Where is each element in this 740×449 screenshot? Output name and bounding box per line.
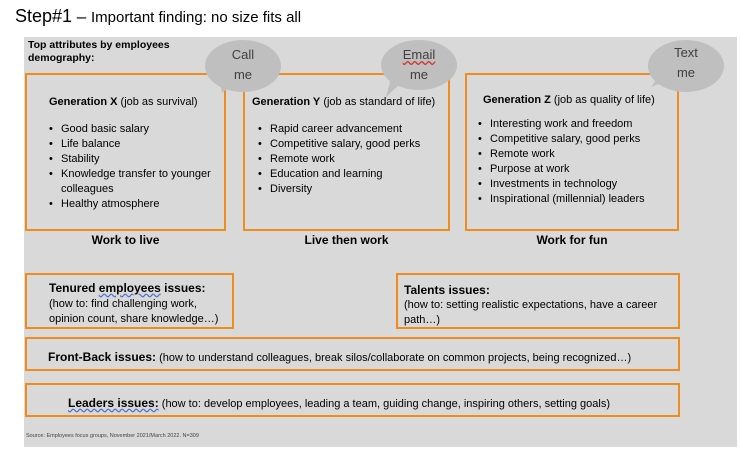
source-note: Source: Employees focus groups, November… xyxy=(26,433,199,439)
email-me-bubble: Email me xyxy=(381,40,457,90)
call-bubble-line1: Call xyxy=(231,47,255,62)
talents-issues-box: Talents issues: (how to: setting realist… xyxy=(396,273,680,329)
front-back-issues-text: (how to understand colleagues, break sil… xyxy=(156,352,632,364)
tenured-title-part: issues: xyxy=(160,281,206,295)
list-item: Remote work xyxy=(476,147,676,162)
generation-z-attributes: Interesting work and freedom Competitive… xyxy=(476,117,676,207)
list-item: Competitive salary, good perks xyxy=(476,132,676,147)
email-bubble-line1: Email xyxy=(402,47,436,62)
front-back-issues-box: Front-Back issues: (how to understand co… xyxy=(25,337,680,371)
tenured-title-part: employees xyxy=(98,281,161,295)
generation-x-name: Generation X xyxy=(49,96,118,108)
leaders-issues-text: (how to: develop employees, leading a te… xyxy=(158,398,610,410)
generation-z-note: (job as quality of life) xyxy=(553,94,655,106)
list-item: Remote work xyxy=(256,152,446,167)
generation-y-attributes: Rapid career advancement Competitive sal… xyxy=(256,122,446,197)
generation-z-name: Generation Z xyxy=(483,94,551,106)
generation-y-heading: Generation Y (job as standard of life) xyxy=(252,96,435,108)
generation-x-heading: Generation X (job as survival) xyxy=(49,96,198,108)
list-item: Competitive salary, good perks xyxy=(256,137,446,152)
tenured-issues-title: Tenured employees issues: xyxy=(49,281,206,295)
list-item: Diversity xyxy=(256,182,446,197)
call-bubble-line2: me xyxy=(233,67,253,82)
list-item: Inspirational (millennial) leaders xyxy=(476,192,676,207)
generation-y-note: (job as standard of life) xyxy=(323,96,436,108)
leaders-issues-content: Leaders issues: (how to: develop employe… xyxy=(68,394,610,412)
generation-z-heading: Generation Z (job as quality of life) xyxy=(483,94,655,106)
text-me-bubble: Text me xyxy=(648,40,724,92)
talents-issues-text: (how to: setting realistic expectations,… xyxy=(404,298,657,328)
tenured-title-part: Tenured xyxy=(49,281,99,295)
list-item: Good basic salary xyxy=(47,122,223,137)
tenured-issues-line: (how to: find challenging work, xyxy=(49,298,197,310)
talents-issues-line: path…) xyxy=(404,314,441,326)
generation-x-attributes: Good basic salary Life balance Stability… xyxy=(47,122,223,212)
content-panel xyxy=(24,37,737,447)
list-item: Purpose at work xyxy=(476,162,676,177)
text-bubble-line1: Text xyxy=(674,45,698,60)
top-attributes-label: Top attributes by employees demography: xyxy=(28,39,170,64)
slide-title: Step#1 – Important finding: no size fits… xyxy=(15,6,301,27)
leaders-issues-box: Leaders issues: (how to: develop employe… xyxy=(25,383,680,417)
list-item: Stability xyxy=(47,152,223,167)
list-item: Knowledge transfer to younger colleagues xyxy=(47,167,223,197)
step-label: Step#1 xyxy=(15,6,73,26)
generation-z-caption: Work for fun xyxy=(536,233,608,247)
email-bubble-line2: me xyxy=(409,67,429,82)
front-back-issues-title: Front-Back issues: xyxy=(48,350,157,364)
list-item: Healthy atmosphere xyxy=(47,197,223,212)
text-bubble-line2: me xyxy=(676,65,696,80)
list-item: Investments in technology xyxy=(476,177,676,192)
tenured-issues-text: (how to: find challenging work, opinion … xyxy=(49,297,218,327)
generation-y-name: Generation Y xyxy=(252,96,321,108)
leaders-issues-title: Leaders issues: xyxy=(68,396,159,410)
generation-x-note: (job as survival) xyxy=(120,96,198,108)
title-subtitle: Important finding: no size fits all xyxy=(90,9,302,26)
generation-x-box: Generation X (job as survival) Good basi… xyxy=(25,73,226,231)
tenured-issues-line: opinion count, share knowledge…) xyxy=(49,313,219,325)
front-back-issues-content: Front-Back issues: (how to understand co… xyxy=(48,348,631,366)
list-item: Life balance xyxy=(47,137,223,152)
title-dash: – xyxy=(72,7,91,26)
list-item: Interesting work and freedom xyxy=(476,117,676,132)
list-item: Rapid career advancement xyxy=(256,122,446,137)
list-item: Education and learning xyxy=(256,167,446,182)
generation-y-caption: Live then work xyxy=(304,233,389,247)
call-me-bubble: Call me xyxy=(205,40,281,92)
generation-z-box: Generation Z (job as quality of life) In… xyxy=(465,73,679,231)
talents-issues-title: Talents issues: xyxy=(404,283,490,297)
generation-y-box: Generation Y (job as standard of life) R… xyxy=(243,73,450,231)
talents-issues-line: (how to: setting realistic expectations,… xyxy=(404,299,658,311)
tenured-employees-issues-box: Tenured employees issues: (how to: find … xyxy=(25,273,234,329)
generation-x-caption: Work to live xyxy=(91,233,160,247)
